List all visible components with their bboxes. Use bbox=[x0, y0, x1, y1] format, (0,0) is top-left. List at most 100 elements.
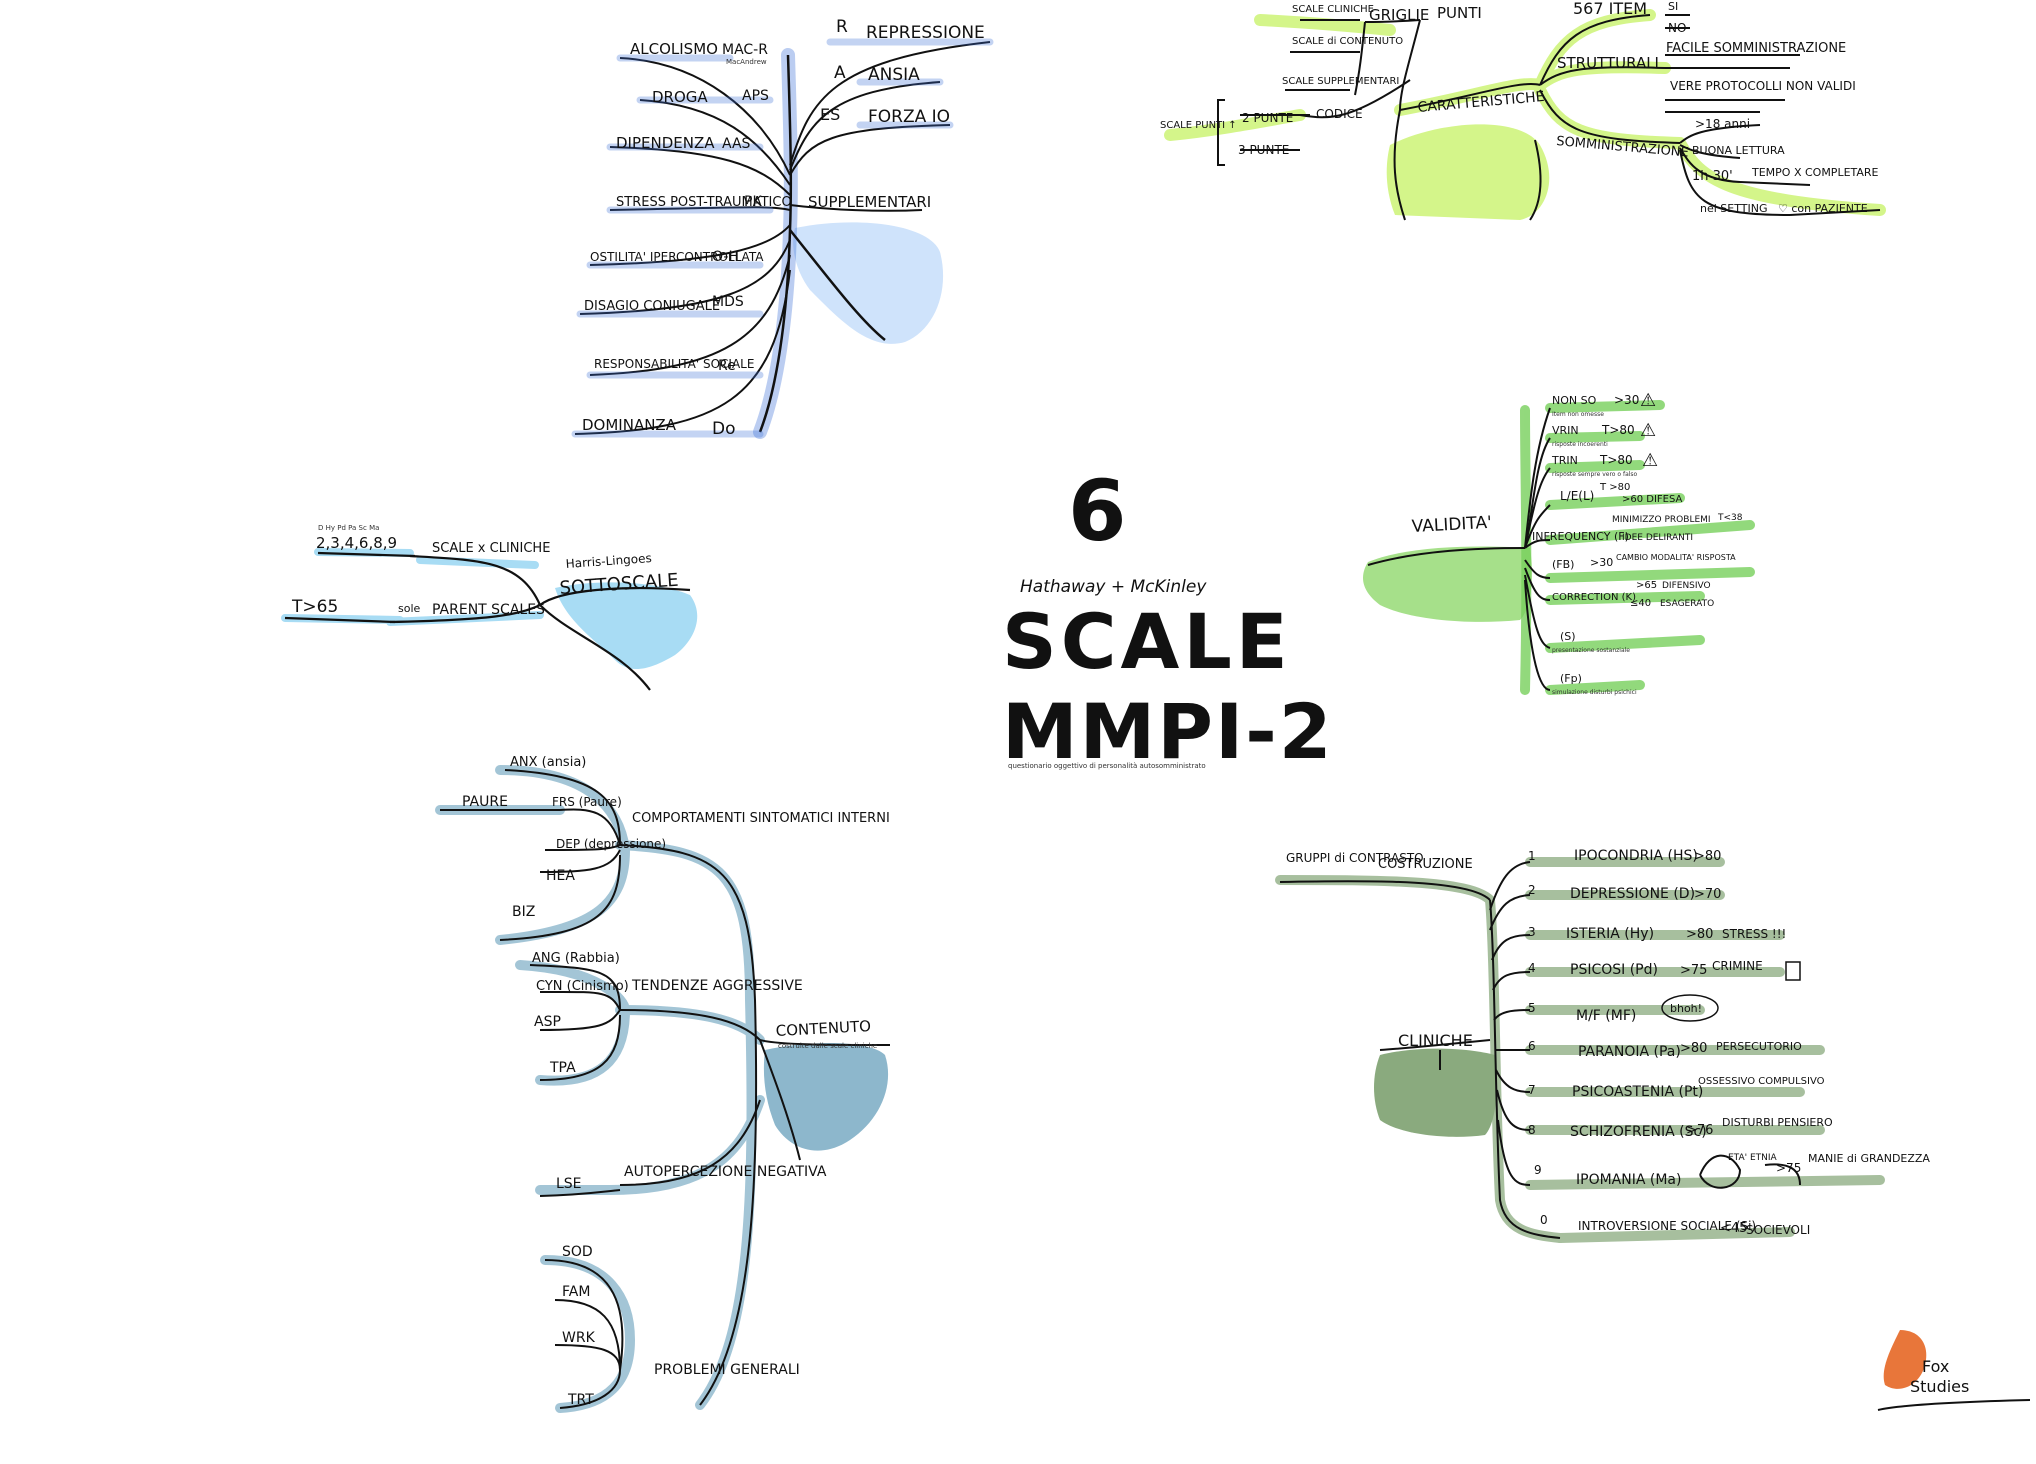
codice-label: CODICE bbox=[1316, 107, 1363, 121]
sottoscale-sole: sole bbox=[398, 602, 421, 615]
cli-item-2-num: 3 bbox=[1528, 925, 1536, 939]
cli-item-0-value: >80 bbox=[1694, 849, 1721, 864]
supp-item-2-code: AAS bbox=[722, 136, 751, 152]
cli-item-6-num: 7 bbox=[1528, 1083, 1536, 1097]
branch-supplementari: SUPPLEMENTARI ALCOLISMO MAC-R MacAndrew … bbox=[571, 17, 994, 439]
cli-item-9-extra: SOCIEVOLI bbox=[1746, 1223, 1810, 1237]
supp-right-0-name: REPRESSIONE bbox=[866, 23, 985, 43]
strutturali-item-1: VERE PROTOCOLLI NON VALIDI bbox=[1670, 79, 1856, 93]
cli-item-3-num: 4 bbox=[1528, 961, 1536, 975]
supp-item-0-note: MacAndrew bbox=[726, 58, 767, 66]
sottoscale-clinic-codes: D Hy Pd Pa Sc Ma bbox=[318, 524, 379, 532]
cliniche-label: CLINICHE bbox=[1398, 1031, 1473, 1050]
cli-item-5-extra: PERSECUTORIO bbox=[1716, 1040, 1802, 1053]
supp-item-7-code: Do bbox=[712, 419, 736, 439]
cli-item-9-num: 0 bbox=[1540, 1213, 1548, 1227]
val-item-2-name: TRIN bbox=[1551, 454, 1578, 467]
contenuto-group-0-item-0: ANX (ansia) bbox=[510, 755, 586, 770]
supp-item-5-code: MDS bbox=[712, 294, 744, 310]
cli-item-1-num: 2 bbox=[1528, 883, 1536, 897]
contenuto-group-1-item-0: ANG (Rabbia) bbox=[532, 951, 620, 966]
somm-item-0: >18 anni bbox=[1695, 117, 1750, 131]
cli-item-3-value: >75 bbox=[1680, 963, 1707, 978]
somm-item-2: 1h 30' bbox=[1692, 169, 1733, 184]
val-item-3-name: L/E(L) bbox=[1560, 489, 1594, 503]
logo-line1: Fox bbox=[1922, 1357, 1949, 1376]
somm-item-3: TEMPO X COMPLETARE bbox=[1751, 166, 1879, 179]
val-item-6-value2: ≤40 bbox=[1630, 598, 1651, 609]
contenuto-group-0-item-4: BIZ bbox=[512, 904, 535, 920]
contenuto-group-3-label: PROBLEMI GENERALI bbox=[654, 1362, 800, 1378]
griglie-left-2: SCALE SUPPLEMENTARI bbox=[1282, 76, 1399, 87]
cli-item-6-extra: OSSESSIVO COMPULSIVO bbox=[1698, 1076, 1825, 1087]
cli-item-4-name: M/F (MF) bbox=[1576, 1008, 1636, 1024]
somm-item-5: ♡ con PAZIENTE bbox=[1778, 202, 1868, 215]
contenuto-group-1-item-3: TPA bbox=[549, 1060, 576, 1076]
val-item-1-warn-icon: ⚠ bbox=[1640, 420, 1656, 441]
contenuto-group-0-item-1: FRS (Paure) bbox=[552, 795, 622, 809]
supp-item-1-code: APS bbox=[742, 88, 769, 104]
fox-studies-logo: Fox Studies bbox=[1877, 1330, 2031, 1411]
supp-right-1-name: ANSIA bbox=[868, 65, 920, 85]
cli-item-3-name: PSICOSI (Pd) bbox=[1570, 962, 1658, 978]
contenuto-group-1-label: TENDENZE AGGRESSIVE bbox=[631, 978, 803, 994]
supp-item-3-name: STRESS POST-TRAUMATICO bbox=[616, 195, 792, 210]
val-item-6-extra: DIFENSIVO bbox=[1662, 581, 1711, 591]
strutturali-label: STRUTTURALI bbox=[1557, 54, 1659, 72]
val-item-6-value: >65 bbox=[1636, 580, 1657, 591]
no-label: NO bbox=[1668, 21, 1686, 35]
supp-item-0-code: MAC-R bbox=[722, 42, 768, 58]
cli-item-2-value: >80 bbox=[1686, 927, 1713, 942]
griglie-label: GRIGLIE bbox=[1369, 6, 1429, 24]
cli-item-8-extra2: ETA' ETNIA bbox=[1728, 1153, 1778, 1163]
val-item-5-extra: CAMBIO MODALITA' RISPOSTA bbox=[1616, 553, 1736, 562]
val-item-0-value: >30 bbox=[1614, 393, 1639, 407]
sottoscale-scale-cliniche: SCALE x CLINICHE bbox=[432, 541, 550, 556]
contenuto-group-3-item-1: FAM bbox=[562, 1284, 590, 1300]
cli-item-9-name: INTROVERSIONE SOCIALE (Si) bbox=[1578, 1219, 1756, 1233]
branch-sottoscale: SOTTOSCALE Harris-Lingoes D Hy Pd Pa Sc … bbox=[281, 524, 698, 691]
contenuto-group-2-item-0: LSE bbox=[556, 1176, 582, 1192]
somm-item-4: nel SETTING bbox=[1700, 202, 1767, 215]
items-label: 567 ITEM bbox=[1573, 0, 1647, 18]
griglie-left-0: SCALE CLINICHE bbox=[1292, 4, 1374, 15]
supp-item-4-name: OSTILITA' IPERCONTROLLATA bbox=[590, 250, 764, 264]
speech-bubble-icon bbox=[1661, 994, 1719, 1022]
contenuto-group-1-item-2: ASP bbox=[534, 1014, 561, 1030]
contenuto-group-3-item-0: SOD bbox=[562, 1244, 593, 1260]
supp-item-4-code: O-H bbox=[712, 249, 739, 265]
cli-item-2-name: ISTERIA (Hy) bbox=[1566, 926, 1654, 942]
supplementari-blob bbox=[793, 222, 944, 344]
val-item-3-value: T >80 bbox=[1599, 482, 1630, 493]
supp-item-2-name: DIPENDENZA bbox=[616, 134, 715, 152]
contenuto-group-0-extra: PAURE bbox=[462, 794, 508, 810]
val-item-2-value: T>80 bbox=[1599, 453, 1633, 467]
cli-item-9-value: <45 bbox=[1720, 1221, 1747, 1236]
branch-caratteristiche: GRIGLIE PUNTI CARATTERISTICHE SCALE CLIN… bbox=[1160, 0, 1886, 221]
somm-item-1: BUONA LETTURA bbox=[1692, 144, 1785, 157]
cliniche-blob bbox=[1374, 1048, 1497, 1137]
sottoscale-t-value: T>65 bbox=[291, 597, 338, 617]
cli-item-0-name: IPOCONDRIA (HS) bbox=[1574, 848, 1698, 864]
val-item-6-name: CORRECTION (K) bbox=[1552, 592, 1636, 603]
codice-item-0: 2 PUNTE bbox=[1242, 111, 1293, 125]
cli-item-8-num: 9 bbox=[1534, 1163, 1542, 1177]
cli-item-2-extra: STRESS !!! bbox=[1722, 927, 1786, 941]
supp-right-2-code: ES bbox=[820, 105, 840, 124]
sottoscale-blob bbox=[555, 582, 698, 670]
cli-item-6-name: PSICOASTENIA (Pt) bbox=[1572, 1084, 1703, 1100]
val-item-0-name: NON SO bbox=[1552, 394, 1597, 407]
sottoscale-clinic-numbers: 2,3,4,6,8,9 bbox=[316, 534, 397, 552]
cli-item-3-extra: CRIMINE bbox=[1712, 959, 1763, 973]
val-item-4-extra2: IDEE DELIRANTI bbox=[1622, 533, 1693, 543]
contenuto-note: costruite dalle scale cliniche bbox=[778, 1042, 877, 1050]
val-item-5-value: >30 bbox=[1590, 556, 1613, 569]
cli-item-5-name: PARANOIA (Pa) bbox=[1578, 1044, 1681, 1060]
branch-contenuto: CONTENUTO costruite dalle scale cliniche… bbox=[435, 755, 891, 1413]
val-item-6-extra2: ESAGERATO bbox=[1660, 599, 1714, 609]
val-item-4-extra: MINIMIZZO PROBLEMI bbox=[1612, 515, 1711, 525]
supp-item-6-name: RESPONSABILITA' SOCIALE bbox=[594, 357, 754, 371]
contenuto-group-2-label: AUTOPERCEZIONE NEGATIVA bbox=[624, 1164, 827, 1180]
supplementari-label: SUPPLEMENTARI bbox=[808, 193, 931, 211]
